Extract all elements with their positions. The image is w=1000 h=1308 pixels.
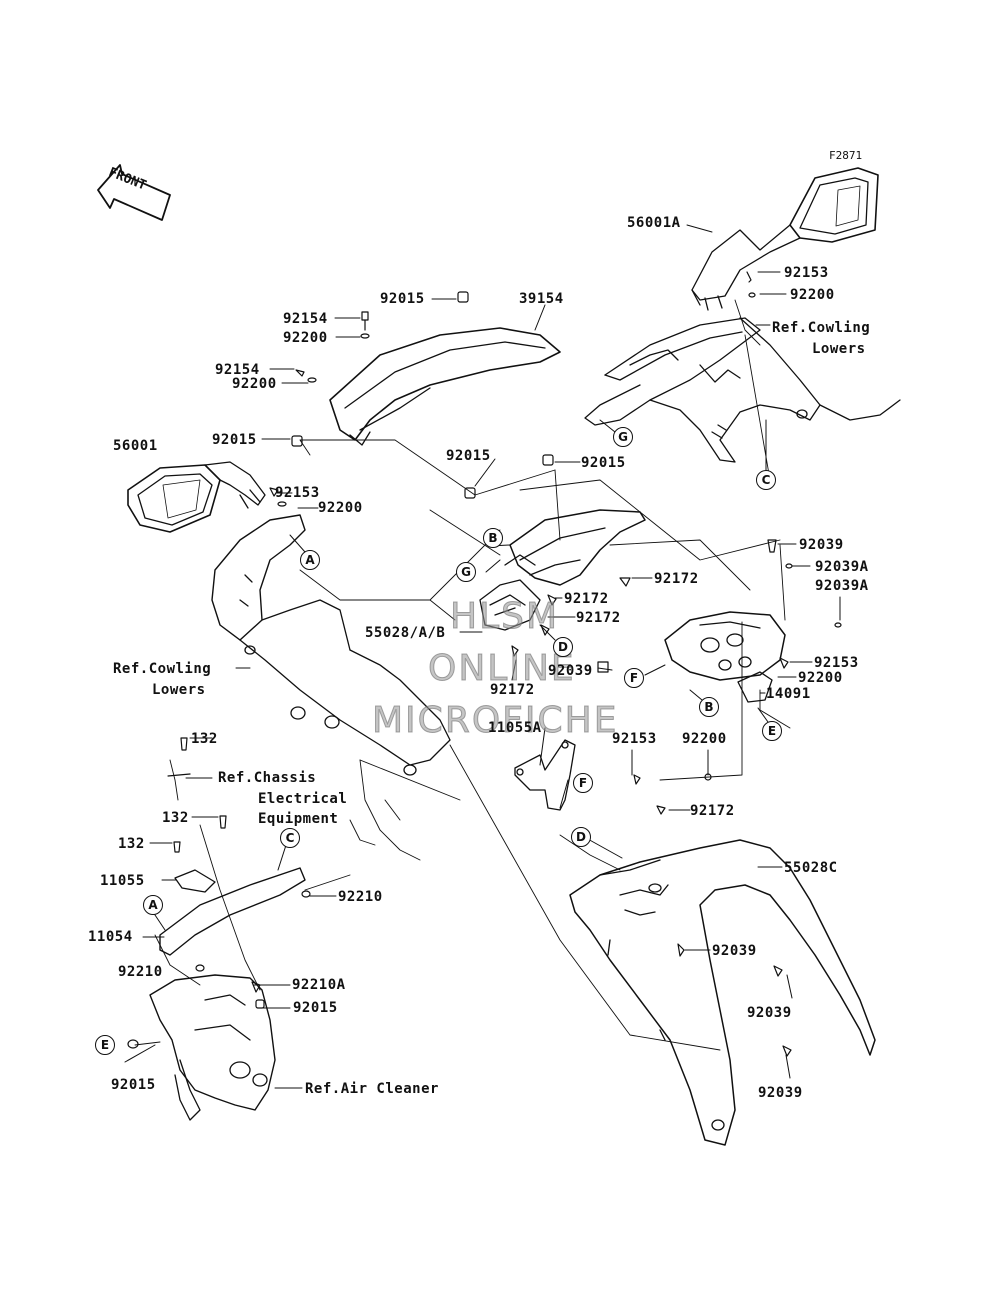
ref-label[interactable]: Ref.Air Cleaner	[305, 1081, 439, 1097]
ref-label[interactable]: Lowers	[812, 341, 866, 357]
left-upper-cowling	[211, 514, 451, 776]
watermark-line3: MICROFICHE	[371, 700, 619, 742]
part-label[interactable]: 11055	[100, 873, 145, 889]
callout-badge[interactable]: D	[571, 827, 591, 847]
part-label[interactable]: 92039	[712, 943, 757, 959]
callout-badge[interactable]: B	[483, 528, 503, 548]
ref-label[interactable]: Ref.Cowling	[772, 320, 871, 336]
figure-id: F2871	[829, 149, 863, 162]
part-label[interactable]: 92200	[232, 376, 277, 392]
part-label[interactable]: 92153	[784, 265, 829, 281]
part-label[interactable]: 92154	[283, 311, 328, 327]
part-label[interactable]: 132	[191, 731, 218, 747]
right-mirror-56001A	[691, 167, 879, 311]
callout-badge[interactable]: G	[456, 562, 476, 582]
part-label[interactable]: 132	[162, 810, 189, 826]
part-label[interactable]: 92015	[380, 291, 425, 307]
bracket-cluster	[479, 554, 541, 631]
part-label[interactable]: 39154	[519, 291, 564, 307]
hardware-bolts	[127, 271, 842, 1057]
part-label[interactable]: 92200	[682, 731, 727, 747]
part-label[interactable]: 92210	[118, 964, 163, 980]
callout-badge[interactable]: E	[95, 1035, 115, 1055]
part-label[interactable]: 92172	[576, 610, 621, 626]
part-label[interactable]: 92039	[799, 537, 844, 553]
upper-cowl-right	[584, 317, 901, 463]
callout-badge[interactable]: A	[143, 895, 163, 915]
bracket-14091	[737, 671, 773, 703]
part-label[interactable]: 92015	[212, 432, 257, 448]
part-label[interactable]: 14091	[766, 686, 811, 702]
cover-11054	[159, 867, 306, 956]
part-label[interactable]: 92200	[283, 330, 328, 346]
part-label[interactable]: 92172	[564, 591, 609, 607]
part-label[interactable]: 92039	[548, 663, 593, 679]
left-mirror-56001	[127, 461, 266, 533]
part-label[interactable]: 56001	[113, 438, 158, 454]
part-label[interactable]: 132	[118, 836, 145, 852]
part-label[interactable]: 92153	[612, 731, 657, 747]
callout-badge[interactable]: D	[553, 637, 573, 657]
callout-badge[interactable]: F	[624, 668, 644, 688]
part-label[interactable]: 92200	[318, 500, 363, 516]
watermark-line2: ONLINE	[428, 648, 576, 690]
callout-badge[interactable]: G	[613, 427, 633, 447]
ref-label[interactable]: Equipment	[258, 811, 339, 827]
ref-label[interactable]: Ref.Cowling	[113, 661, 212, 677]
part-label[interactable]: 92210A	[292, 977, 346, 993]
air-duct	[149, 974, 276, 1121]
part-label[interactable]: 92172	[690, 803, 735, 819]
watermark-line1: HLSM	[449, 596, 560, 638]
front-arrow-icon	[97, 164, 171, 221]
part-label[interactable]: 11055A	[488, 720, 542, 736]
callout-badge[interactable]: E	[762, 721, 782, 741]
part-label[interactable]: 92153	[275, 485, 320, 501]
part-label[interactable]: 92154	[215, 362, 260, 378]
stay-11055A	[514, 739, 576, 811]
callout-badge[interactable]: A	[300, 550, 320, 570]
leader-lines	[134, 299, 791, 1051]
part-label[interactable]: 11054	[88, 929, 133, 945]
part-label[interactable]: 55028C	[784, 860, 838, 876]
ref-label[interactable]: Electrical	[258, 791, 348, 807]
part-label[interactable]: 92015	[581, 455, 626, 471]
frame-lines	[349, 759, 421, 861]
part-label[interactable]: 92015	[446, 448, 491, 464]
label-leaders	[124, 224, 841, 1089]
meter-cover	[509, 509, 646, 586]
callout-badge[interactable]: C	[756, 470, 776, 490]
part-label[interactable]: 92039	[758, 1085, 803, 1101]
part-label[interactable]: 92200	[798, 670, 843, 686]
part-label[interactable]: 92172	[490, 682, 535, 698]
part-label[interactable]: 55028/A/B	[365, 625, 446, 641]
part-label[interactable]: 92153	[814, 655, 859, 671]
callout-leaders	[152, 419, 769, 931]
ref-label[interactable]: Lowers	[152, 682, 206, 698]
part-label[interactable]: 92015	[293, 1000, 338, 1016]
part-label[interactable]: 92039A	[815, 578, 869, 594]
callout-badge[interactable]: C	[280, 828, 300, 848]
callout-badge[interactable]: F	[573, 773, 593, 793]
part-label[interactable]: 56001A	[627, 215, 681, 231]
part-label[interactable]: 92015	[111, 1077, 156, 1093]
ref-label[interactable]: Ref.Chassis	[218, 770, 317, 786]
windscreen-39154	[329, 327, 561, 446]
part-label[interactable]: 92039	[747, 1005, 792, 1021]
part-label[interactable]: 92039A	[815, 559, 869, 575]
part-label[interactable]: 92210	[338, 889, 383, 905]
part-label[interactable]: 92172	[654, 571, 699, 587]
inner-panel-right	[664, 611, 786, 681]
callout-badge[interactable]: B	[699, 697, 719, 717]
inner-cover-55028C	[569, 839, 876, 1146]
part-label[interactable]: 92200	[790, 287, 835, 303]
